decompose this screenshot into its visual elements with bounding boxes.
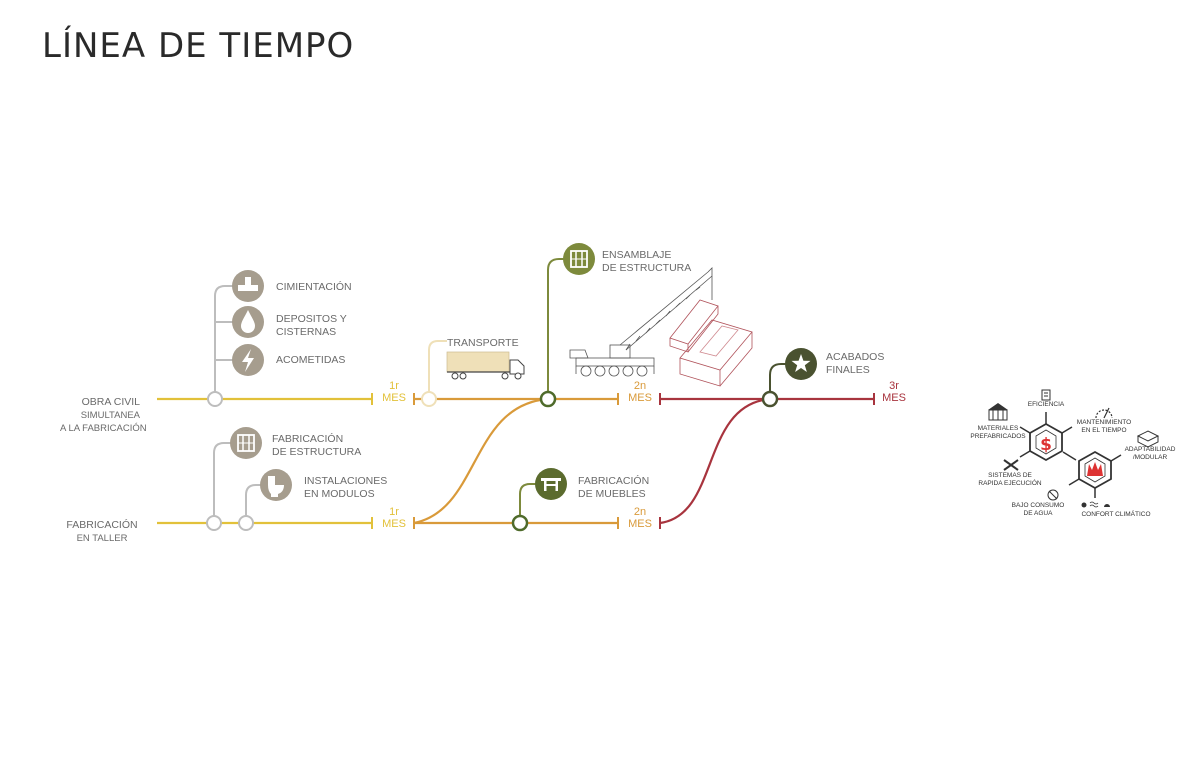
milestone-unit: MES xyxy=(882,392,906,404)
node-instalaciones xyxy=(238,515,254,531)
benefit-mantenimiento: MANTENIMIENTO EN EL TIEMPO xyxy=(1072,419,1136,435)
task-ensamblaje: ENSAMBLAJE DE ESTRUCTURA xyxy=(602,249,691,275)
benefits-diagram: $ xyxy=(988,389,1160,508)
gauge-icon xyxy=(1095,407,1113,419)
toilet-icon xyxy=(260,469,292,501)
climate-icon xyxy=(1081,501,1110,508)
task-label-line: DEPOSITOS Y xyxy=(276,313,347,325)
task-label-line: ENSAMBLAJE xyxy=(602,249,672,261)
benefit-sistemas: SISTEMAS DE RAPIDA EJECUCIÓN xyxy=(970,472,1050,488)
task-fab-muebles: FABRICACIÓN DE MUEBLES xyxy=(578,475,649,501)
task-label-line: DE MUEBLES xyxy=(578,488,646,500)
milestone-number: 3r xyxy=(889,380,899,392)
no-water-icon xyxy=(1047,489,1059,501)
milestone-top-2: 2n MES xyxy=(620,380,660,404)
row-label-line: OBRA CIVIL xyxy=(81,396,140,408)
node-obra-civil xyxy=(207,391,223,407)
row-label-line: A LA FABRICACIÓN xyxy=(60,423,147,434)
task-label-line: FABRICACIÓN xyxy=(578,475,650,487)
lightning-icon xyxy=(232,344,264,376)
node-transporte xyxy=(421,391,437,407)
benefit-label-line: MATERIALES xyxy=(977,425,1019,432)
task-label-line: DE ESTRUCTURA xyxy=(272,446,362,458)
benefit-label-line: ADAPTABILIDAD xyxy=(1124,446,1176,453)
task-depositos: DEPOSITOS Y CISTERNAS xyxy=(276,313,347,339)
milestone-unit: MES xyxy=(628,518,652,530)
curve-bottom-to-top-orange xyxy=(413,397,549,525)
task-instalaciones: INSTALACIONES EN MODULOS xyxy=(304,475,387,501)
task-label-line: ACABADOS xyxy=(826,351,885,363)
row-label-line: FABRICACIÓN xyxy=(66,519,138,531)
benefit-eficiencia: EFICIENCIA xyxy=(1027,401,1065,408)
structure-frame-icon xyxy=(230,427,262,459)
task-label-line: CISTERNAS xyxy=(276,326,337,338)
task-fab-estructura: FABRICACIÓN DE ESTRUCTURA xyxy=(272,433,361,459)
milestone-unit: MES xyxy=(628,392,652,404)
row-label-obra-civil: OBRA CIVIL SIMULTANEA A LA FABRICACIÓN xyxy=(60,396,147,435)
row-label-fabricacion: FABRICACIÓN EN TALLER xyxy=(62,519,142,545)
benefit-label-line: /MODULAR xyxy=(1132,454,1168,461)
row-label-line: EN TALLER xyxy=(76,533,128,544)
milestone-number: 1r xyxy=(389,506,399,518)
milestone-top-1: 1r MES xyxy=(374,380,414,404)
benefit-confort: CONFORT CLIMÁTICO xyxy=(1081,511,1151,518)
node-ensamblaje xyxy=(539,390,557,408)
benefit-label-line: RAPIDA EJECUCIÓN xyxy=(978,480,1042,487)
task-label-line: INSTALACIONES xyxy=(304,475,388,487)
page-title: LÍNEA DE TIEMPO xyxy=(42,26,355,66)
benefit-label-line: MANTENIMIENTO xyxy=(1076,419,1132,426)
benefit-materiales: MATERIALES PREFABRICADOS xyxy=(966,425,1030,441)
table-icon xyxy=(535,468,567,500)
benefit-label-line: BAJO CONSUMO xyxy=(1011,502,1065,509)
milestone-number: 1r xyxy=(389,380,399,392)
task-label-line: FABRICACIÓN xyxy=(272,433,344,445)
lego-block-icon xyxy=(1136,430,1160,448)
milestone-number: 2n xyxy=(633,506,647,518)
milestone-unit: MES xyxy=(382,518,406,530)
task-label-line: FINALES xyxy=(826,364,870,376)
benefit-label-line: EN EL TIEMPO xyxy=(1081,427,1127,434)
task-cimentacion: CIMIENTACIÓN xyxy=(276,281,352,293)
warehouse-icon xyxy=(988,403,1008,421)
task-acometidas: ACOMETIDAS xyxy=(276,354,346,366)
task-label-line: DE ESTRUCTURA xyxy=(602,262,692,274)
benefit-label-line: DE AGUA xyxy=(1023,510,1053,517)
foundation-icon xyxy=(232,270,264,302)
node-muebles xyxy=(511,514,529,532)
efficiency-icon xyxy=(1041,389,1051,401)
task-transporte: TRANSPORTE xyxy=(447,337,519,349)
milestone-unit: MES xyxy=(382,392,406,404)
curve-bottom-to-top-red xyxy=(659,397,771,525)
star-icon xyxy=(785,348,817,380)
svg-text:$: $ xyxy=(1040,435,1052,455)
water-drop-icon xyxy=(232,306,264,338)
tools-icon xyxy=(1003,459,1019,471)
task-acabados: ACABADOS FINALES xyxy=(826,351,884,377)
node-fab-estructura xyxy=(206,515,222,531)
module-boxes-illustration xyxy=(669,299,753,387)
benefit-agua: BAJO CONSUMO DE AGUA xyxy=(1006,502,1070,518)
milestone-bottom-2: 2n MES xyxy=(620,506,660,530)
node-acabados xyxy=(761,390,779,408)
truck-icon xyxy=(446,351,525,380)
milestone-top-3: 3r MES xyxy=(874,380,914,404)
milestone-bottom-1: 1r MES xyxy=(374,506,414,530)
benefit-adaptabilidad: ADAPTABILIDAD /MODULAR xyxy=(1118,446,1182,462)
benefit-label-line: PREFABRICADOS xyxy=(970,433,1026,440)
row-label-line: SIMULTANEA xyxy=(80,410,140,421)
task-label-line: EN MODULOS xyxy=(304,488,375,500)
milestone-number: 2n xyxy=(633,380,647,392)
benefit-label-line: SISTEMAS DE xyxy=(988,472,1032,479)
structure-frame-icon xyxy=(563,243,595,275)
crane-illustration xyxy=(569,267,713,377)
